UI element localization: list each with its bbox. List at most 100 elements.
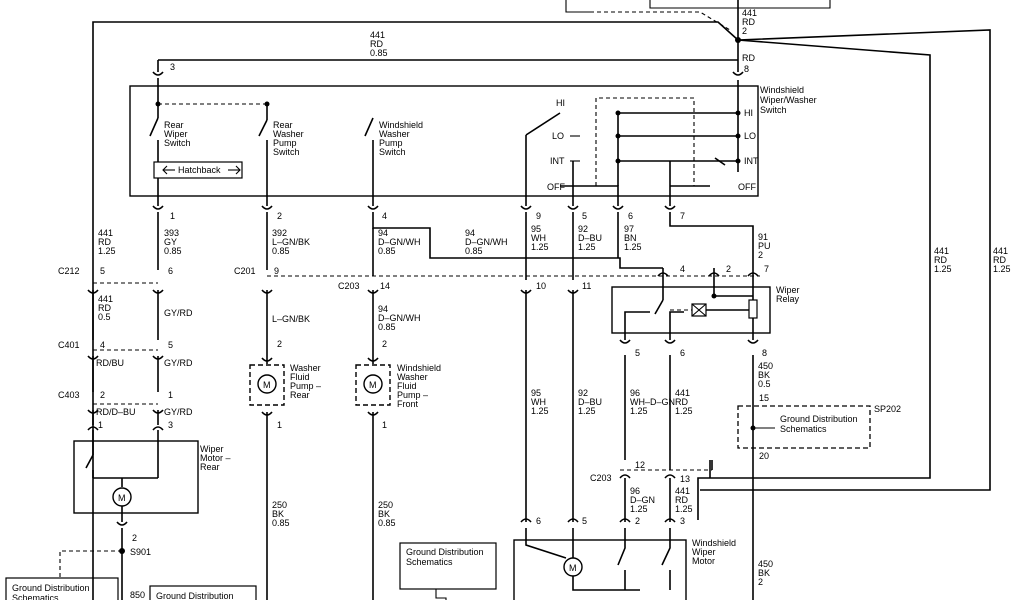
ground-distribution-box-2 — [149, 585, 257, 600]
wire-rd-dbu: RD/D–BU — [96, 407, 136, 417]
rear-washer-pump-switch — [158, 101, 270, 206]
wire-94-top-circuit: 94 — [378, 228, 388, 238]
wire-gy-rd-3: GY/RD — [164, 407, 193, 417]
svg-text:Fluid: Fluid — [397, 381, 417, 391]
wire-441-relay-circuit: 441 — [675, 388, 690, 398]
wire-441-relay-color: RD — [675, 397, 688, 407]
pin-c403-1: 1 — [168, 390, 173, 400]
svg-text:Windshield: Windshield — [692, 538, 736, 548]
wire-441-right2-color: RD — [993, 255, 1006, 265]
svg-text:Motor: Motor — [692, 556, 715, 566]
windshield-wiper-motor: M — [513, 528, 687, 600]
splice-sp202: SP202 — [874, 404, 901, 414]
connector-c201: C201 — [234, 266, 256, 276]
svg-text:Pump: Pump — [273, 138, 297, 148]
wire-441b-color: RD — [675, 495, 688, 505]
wire-97-circuit: 97 — [624, 224, 634, 234]
wire-91-circuit: 91 — [758, 232, 768, 242]
wire-441-top-circuit: 441 — [370, 30, 385, 40]
wire-95-low-circuit: 95 — [531, 388, 541, 398]
svg-text:Switch: Switch — [164, 138, 191, 148]
wire-95-low-color: WH — [531, 397, 546, 407]
splice-s901: S901 — [130, 547, 151, 557]
hatchback-label: Hatchback — [178, 165, 221, 175]
pin-3: 3 — [170, 62, 175, 72]
switch-assembly-label-3: Switch — [760, 105, 787, 115]
pin-relay-5: 5 — [635, 348, 640, 358]
wire-393-circuit: 393 — [164, 228, 179, 238]
pin-c201-9: 9 — [274, 266, 279, 276]
wire-94-mid-color: D–GN/WH — [465, 237, 508, 247]
wire-94-mid-size: 0.85 — [465, 246, 483, 256]
wire-441-left-circuit: 441 — [98, 228, 113, 238]
pin-relay-8: 8 — [762, 348, 767, 358]
wire-441b-size: 1.25 — [675, 504, 693, 514]
svg-text:Switch: Switch — [379, 147, 406, 157]
svg-text:Wiper: Wiper — [164, 129, 188, 139]
svg-text:Schematics: Schematics — [406, 557, 453, 567]
wire-96a-color: WH–D–GN — [630, 397, 675, 407]
pin-sw9: 9 — [536, 211, 541, 221]
svg-text:Ground Distribution: Ground Distribution — [12, 583, 90, 593]
wire-250a-circuit: 250 — [272, 500, 287, 510]
hatchback-box — [153, 161, 243, 179]
svg-text:Relay: Relay — [776, 294, 800, 304]
connector-cup — [152, 71, 164, 76]
pin-relay-4: 4 — [680, 264, 685, 274]
wire-95-top-circuit: 95 — [531, 224, 541, 234]
wire-97-size: 1.25 — [624, 242, 642, 252]
ground-distribution-sp202 — [737, 405, 871, 449]
svg-text:Washer: Washer — [273, 129, 304, 139]
wire-441-relay-size: 1.25 — [675, 406, 693, 416]
motor-symbol: M — [569, 563, 577, 573]
svg-text:Schematics: Schematics — [780, 424, 827, 434]
washer-fluid-pump-rear: M — [249, 357, 285, 416]
position-int-left: INT — [550, 156, 565, 166]
svg-text:Ground Distribution: Ground Distribution — [780, 414, 858, 424]
wire-250b-size: 0.85 — [378, 518, 396, 528]
pin-wiper-motor-5: 5 — [582, 516, 587, 526]
wire-450b-circuit: 450 — [758, 559, 773, 569]
wire-392-size: 0.85 — [272, 246, 290, 256]
wire-441-05-color: RD — [98, 303, 111, 313]
svg-text:Front: Front — [397, 399, 419, 409]
splice-dot — [735, 37, 741, 43]
svg-text:Washer: Washer — [397, 372, 428, 382]
wire-441-topright-circuit: 441 — [742, 8, 757, 18]
wire-92-top-color: D–BU — [578, 233, 602, 243]
wire-95-low-size: 1.25 — [531, 406, 549, 416]
pin-c203b-12: 12 — [635, 460, 645, 470]
svg-text:Rear: Rear — [200, 462, 220, 472]
wire-250a-size: 0.85 — [272, 518, 290, 528]
wire-94-top-color: D–GN/WH — [378, 237, 421, 247]
motor-symbol: M — [118, 493, 126, 503]
connector-c401: C401 — [58, 340, 80, 350]
pin-relay-6: 6 — [680, 348, 685, 358]
wire-96b-circuit: 96 — [630, 486, 640, 496]
wire-441-topright-color: RD — [742, 17, 755, 27]
svg-text:Motor –: Motor – — [200, 453, 231, 463]
svg-text:Switch: Switch — [273, 147, 300, 157]
pin-pump-front-2: 2 — [382, 339, 387, 349]
pin-motor-rear-3: 3 — [168, 420, 173, 430]
wire-450a-size: 0.5 — [758, 379, 771, 389]
wire-393-size: 0.85 — [164, 246, 182, 256]
svg-text:Wiper: Wiper — [776, 285, 800, 295]
wire-441-right1-size: 1.25 — [934, 264, 952, 274]
rear-wiper-switch — [149, 78, 161, 206]
svg-text:Washer: Washer — [290, 363, 321, 373]
wire-450a-circuit: 450 — [758, 361, 773, 371]
position-lo-right: LO — [744, 131, 756, 141]
top-feed-wiring — [92, 0, 991, 600]
wire-94-top-size: 0.85 — [378, 246, 396, 256]
wire-450b-size: 2 — [758, 577, 763, 587]
svg-text:Fluid: Fluid — [290, 372, 310, 382]
wire-392-color: L–GN/BK — [272, 237, 310, 247]
wire-96a-circuit: 96 — [630, 388, 640, 398]
position-hi-left: HI — [556, 98, 565, 108]
wire-450a-color: BK — [758, 370, 770, 380]
wire-95-top-size: 1.25 — [531, 242, 549, 252]
position-hi-right: HI — [744, 108, 753, 118]
pin-pump-rear-1: 1 — [277, 420, 282, 430]
pin-sw6: 6 — [628, 211, 633, 221]
